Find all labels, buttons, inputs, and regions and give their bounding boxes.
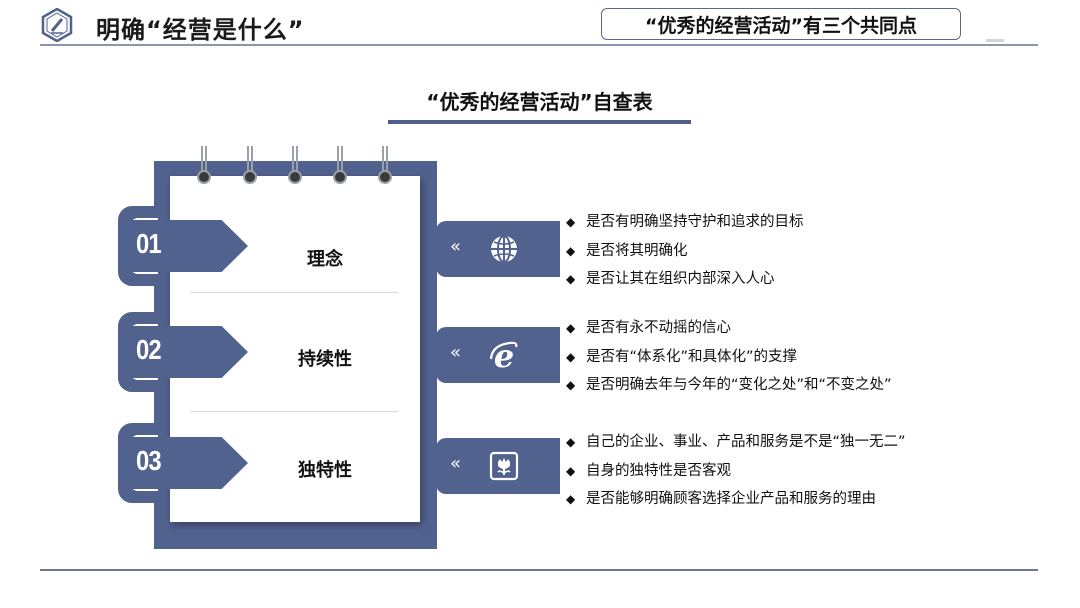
bullet-item: ◆是否将其明确化: [566, 241, 688, 261]
bullet-item: ◆是否让其在组织内部深入人心: [566, 269, 775, 289]
header-accent: [986, 39, 1004, 42]
checklist-title-underline: [388, 120, 691, 124]
item-tab-02: 02: [118, 312, 258, 392]
bullet-item: ◆是否明确去年与今年的“变化之处”和“不变之处”: [566, 375, 892, 395]
icon-pill-03: «: [436, 438, 560, 494]
globe-icon: [488, 233, 520, 265]
item-tab-03: 03: [118, 423, 258, 503]
item-number: 01: [136, 228, 161, 260]
chevron-left-icon: «: [450, 236, 461, 257]
icon-pill-02: « e: [436, 327, 560, 383]
pencil-badge-icon: [40, 8, 74, 42]
item-label-idea: 理念: [265, 245, 385, 271]
item-number: 03: [136, 445, 161, 477]
bullet-item: ◆是否有明确坚持守护和追求的目标: [566, 212, 804, 232]
icon-pill-01: «: [436, 221, 560, 277]
item-tab-01: 01: [118, 206, 258, 286]
chevron-left-icon: «: [450, 342, 461, 363]
item-label-continuity: 持续性: [265, 345, 385, 371]
flower-badge-icon: [488, 450, 520, 482]
item-divider: [190, 292, 398, 293]
bullet-item: ◆是否有“体系化”和具体化”的支撑: [566, 347, 797, 367]
bullet-item: ◆是否能够明确顾客选择企业产品和服务的理由: [566, 489, 876, 509]
bullet-item: ◆自己的企业、事业、产品和服务是不是“独一无二”: [566, 432, 906, 452]
page-title: 明确“经营是什么”: [96, 10, 305, 45]
footer-divider: [40, 569, 1038, 571]
chevron-left-icon: «: [450, 453, 461, 474]
ie-logo-icon: e: [488, 339, 520, 371]
header-divider: [40, 44, 1038, 46]
bullet-item: ◆自身的独特性是否客观: [566, 461, 731, 481]
item-divider: [190, 411, 398, 412]
item-number: 02: [136, 334, 161, 366]
summary-tag: “优秀的经营活动”有三个共同点: [601, 8, 961, 40]
item-label-uniqueness: 独特性: [265, 456, 385, 482]
bullet-item: ◆是否有永不动摇的信心: [566, 318, 731, 338]
checklist-title: “优秀的经营活动”自查表: [388, 86, 691, 115]
